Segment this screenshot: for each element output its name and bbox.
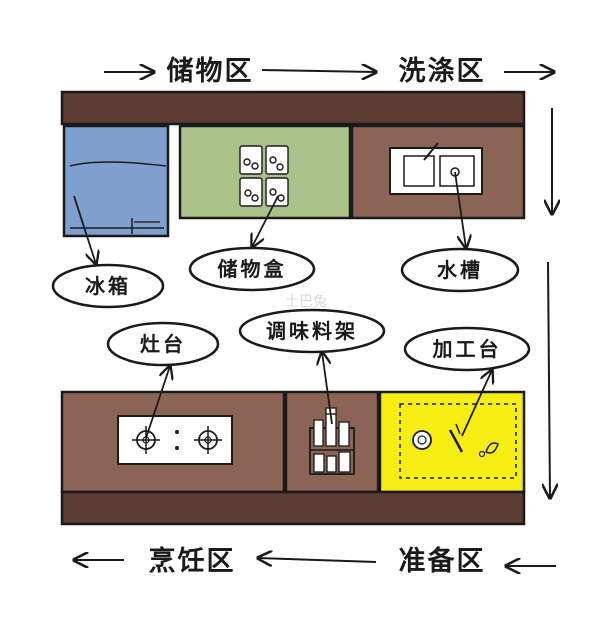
zone-storage: 储物区 [167, 56, 254, 87]
label-work-counter: 加工台 [403, 326, 531, 372]
top-cabinet-row [60, 90, 526, 238]
label-sink: 水槽 [400, 247, 520, 293]
sink-cabinet [350, 124, 526, 220]
watermark: 土巴兔 [285, 294, 327, 310]
label-fridge: 冰箱 [51, 263, 165, 309]
label-spice-rack: 调味料架 [238, 308, 386, 354]
svg-text:加工台: 加工台 [432, 337, 502, 361]
svg-text:灶台: 灶台 [140, 332, 186, 356]
prep-counter [378, 390, 526, 494]
label-storage-box: 储物盒 [188, 246, 316, 292]
svg-text:冰箱: 冰箱 [85, 274, 131, 298]
cutting-board-icon [399, 403, 517, 479]
svg-text:水槽: 水槽 [437, 258, 483, 282]
zone-cooking: 烹饪区 [149, 545, 236, 577]
fridge [62, 124, 170, 238]
zone-prep: 准备区 [399, 546, 486, 577]
bottom-cabinet-row [60, 390, 526, 526]
sink-icon [389, 142, 483, 195]
storage-cabinet [178, 124, 352, 220]
svg-text:储物盒: 储物盒 [218, 257, 287, 281]
zone-washing: 洗涤区 [399, 56, 486, 87]
top-countertop [60, 90, 526, 126]
pointer-arrows [73, 171, 492, 439]
stove-icon [117, 415, 233, 465]
storage-jars-icon [239, 145, 289, 207]
flow-arrows [74, 70, 556, 566]
label-stove: 灶台 [106, 321, 220, 367]
svg-text:调味料架: 调味料架 [266, 319, 358, 343]
bottom-countertop [60, 490, 526, 526]
